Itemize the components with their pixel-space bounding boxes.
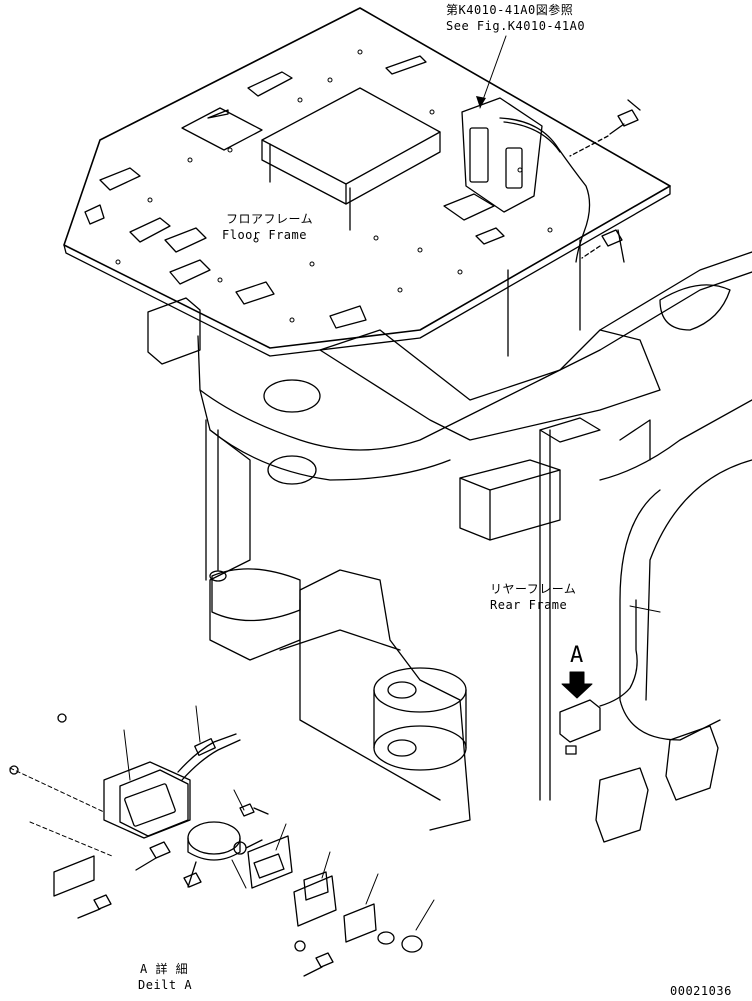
floor-frame-plate: [63, 7, 671, 357]
detail-a-assembly: [9, 705, 435, 977]
reference-label-jp: 第K4010-41A0図参照: [446, 3, 574, 17]
rear-frame-label-jp: リヤーフレーム: [490, 582, 577, 596]
detail-a-label-jp: A 詳 細: [140, 962, 189, 976]
installed-switch: [559, 599, 638, 755]
drawing-number: 00021036: [670, 984, 732, 998]
reference-label-en: See Fig.K4010-41A0: [446, 19, 586, 33]
main-frame: [147, 239, 752, 843]
bolt-top-right: [569, 99, 641, 157]
floor-frame-label-jp: フロアフレーム: [226, 212, 314, 226]
view-letter-a: A: [570, 643, 584, 668]
bolt-mid-right: [581, 229, 625, 263]
detail-a-label-en: Deilt A: [138, 978, 193, 992]
floor-frame-label-en: Floor Frame: [222, 228, 307, 242]
view-arrow-a: [561, 671, 593, 699]
rear-frame-label-en: Rear Frame: [490, 598, 568, 612]
